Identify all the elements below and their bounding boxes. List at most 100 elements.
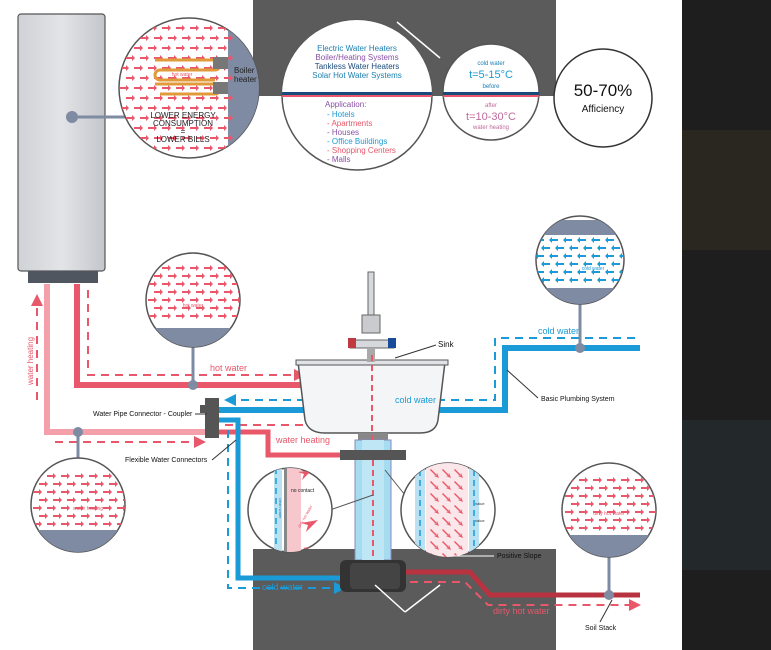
cold-water-right-label: cold water [538,326,579,336]
flow-arrow-icon [641,501,650,507]
faucet [348,271,396,362]
callout-dot [66,111,78,123]
flow-arrow-icon [218,125,227,131]
flow-arrow-icon [571,485,580,491]
flow-arrow-icon [611,245,620,251]
flow-arrow-icon [33,521,42,527]
flow-arrow-icon [571,517,580,523]
flow-arrow-icon [103,489,112,495]
flow-arrow-icon [67,497,76,503]
flow-arrow-icon [148,313,157,319]
flow-arrow-icon [224,55,233,61]
flow-arrow-icon [204,45,213,51]
flow-arrow-icon [599,517,608,523]
flow-arrow-icon [176,125,185,131]
flow-arrow-icon [148,85,157,91]
flow-arrow-icon [430,481,439,490]
flow-arrow-icon [442,517,451,526]
flow-arrow-icon [126,55,135,61]
flow-arrow-icon [583,261,592,267]
flow-arrow-icon [39,497,48,503]
flow-arrow-icon [442,469,451,478]
heater-type-item: Solar Hot Water Systems [312,71,402,80]
flow-arrow-icon [549,253,558,259]
water-heating-mid-label: water heating [275,435,330,445]
flow-arrow-icon [126,95,135,101]
flow-arrow-icon [442,481,451,490]
dirty-hot-water-bubble-label: dirty hot water [593,511,625,517]
cold-water-mid-label: cold water [395,395,436,405]
flow-arrow-icon [89,473,98,479]
flow-arrow-icon [39,481,48,487]
flow-arrow-icon [563,269,572,275]
bubble-value: value value [400,462,496,558]
flow-arrow-icon [126,75,135,81]
flow-arrow-icon [641,485,650,491]
flow-arrow-icon [190,125,199,131]
flow-arrow-icon [204,297,213,303]
flow-arrow-icon [196,305,205,311]
flow-arrow-icon [67,513,76,519]
cold-water-small-label: cold water [477,61,504,67]
flow-arrow-icon [563,237,572,243]
flow-arrow-icon [182,95,191,101]
flow-arrow-icon [210,135,219,141]
flow-arrow-icon [162,313,171,319]
flow-arrow-icon [190,85,199,91]
flow-arrow-icon [599,501,608,507]
flow-arrow-icon [611,261,620,267]
flow-arrow-icon [162,297,171,303]
flow-arrow-icon [168,95,177,101]
flow-arrow-icon [607,509,616,515]
flow-arrow-icon [95,497,104,503]
callout-line [384,469,406,496]
flow-arrow-icon [577,269,586,275]
flow-arrow-icon [39,513,48,519]
flow-arrow-icon [81,497,90,503]
flow-arrow-icon [89,505,98,511]
flow-arrow-icon [47,505,56,511]
flow-arrow-icon [577,237,586,243]
flow-arrow-icon [134,125,143,131]
flow-arrow-icon [210,305,219,311]
flow-arrow-icon [627,501,636,507]
flow-arrow-icon [67,481,76,487]
flow-arrow-icon [454,517,463,526]
application-item: - Houses [327,128,359,137]
flow-arrow-icon [579,509,588,515]
value-label-1: value [475,501,485,506]
flow-arrow-icon [196,115,205,121]
flow-arrow-icon [75,521,84,527]
flow-arrow-icon [597,261,606,267]
flow-arrow-icon [204,85,213,91]
flow-arrow-icon [583,245,592,251]
flow-arrow-icon [120,45,129,51]
flow-arrow-icon [176,105,185,111]
flow-arrow-icon [75,473,84,479]
flow-arrow-icon [635,477,644,483]
flow-arrow-icon [120,65,129,71]
flexible-leader [211,439,237,461]
flow-arrow-icon [605,237,614,243]
pipe-coupler-tab [200,405,206,413]
flow-arrow-icon [549,269,558,275]
temperature-after: t=10-30°C [466,111,516,123]
flow-arrow-icon [204,265,213,271]
flow-arrow-icon [109,481,118,487]
flow-arrow-icon [454,481,463,490]
flow-arrow-icon [109,497,118,503]
flow-arrow-icon [591,253,600,259]
flow-arrow-icon [593,493,602,499]
flow-arrow-icon [218,297,227,303]
flow-arrow-icon [224,273,233,279]
flow-arrow-icon [565,509,574,515]
basic-plumbing-label: Basic Plumbing System [541,396,615,403]
water-heating-bubble-label: water heating [73,506,103,512]
flow-arrow-icon [619,253,624,259]
flow-arrow-icon [454,469,463,478]
flow-arrow-icon [442,505,451,514]
flow-arrow-icon [625,245,634,251]
flow-arrow-icon [33,505,42,511]
cold-water-bottom-label: cold water [262,582,303,592]
